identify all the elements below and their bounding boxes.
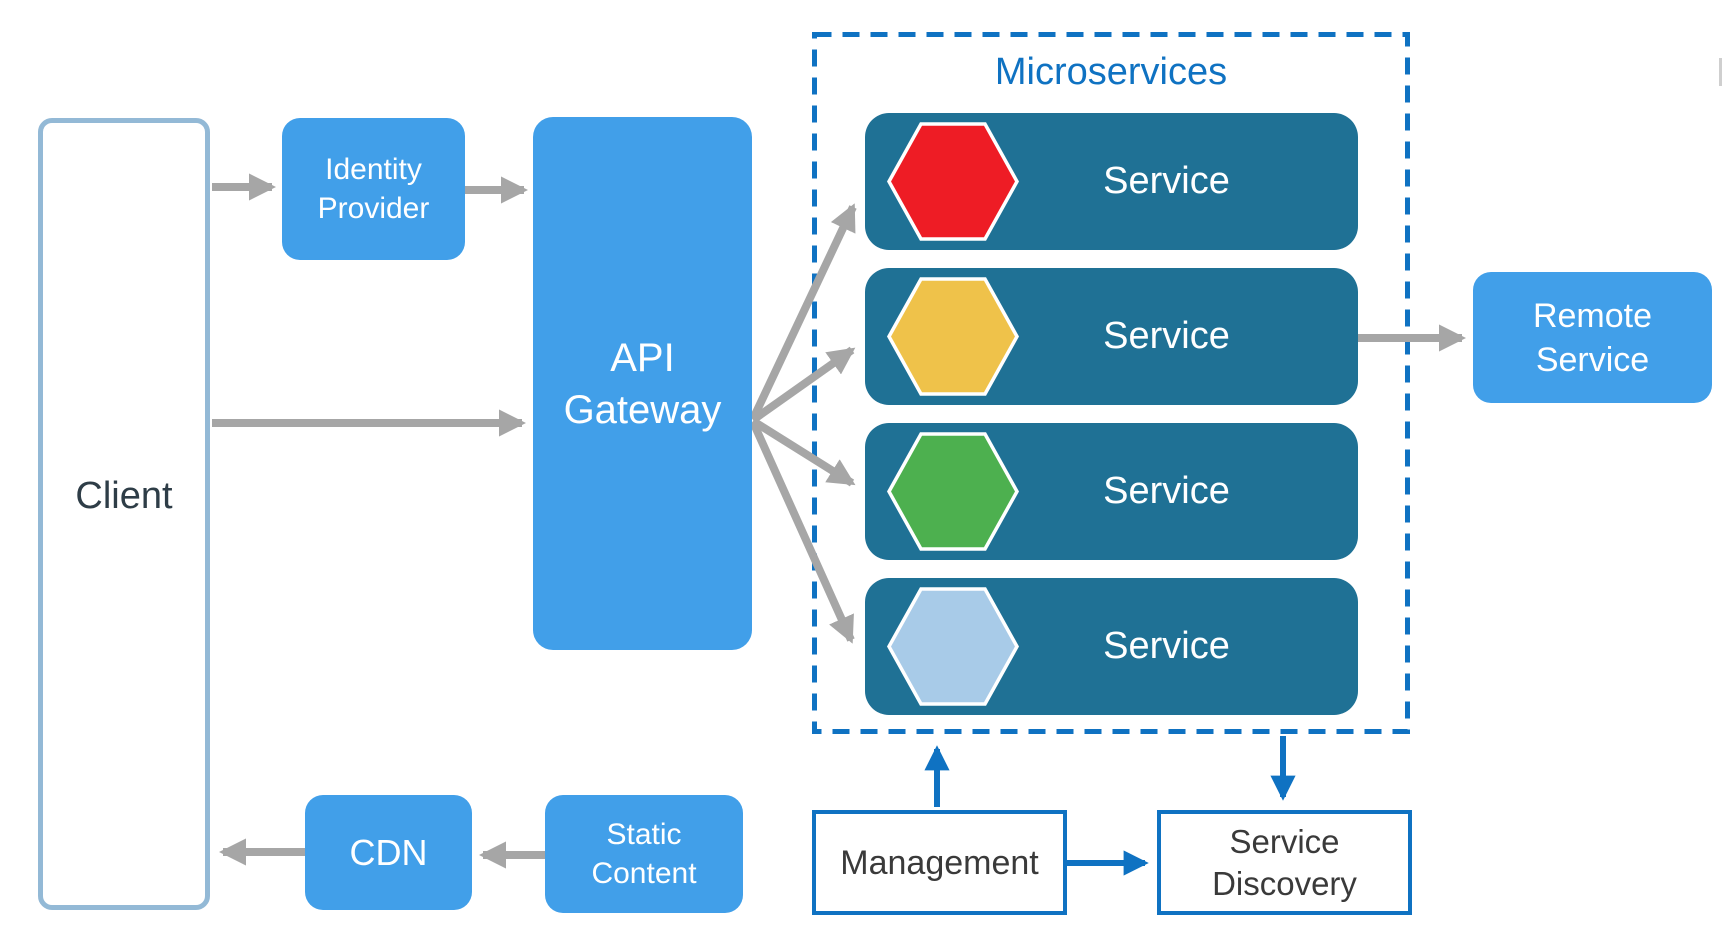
static-content-node: Static Content (545, 795, 743, 913)
remote-service-label: Remote Service (1532, 296, 1653, 379)
cdn-label: CDN (349, 831, 428, 873)
arrow-api-gateway-to-service-1 (749, 203, 857, 421)
microservices-dashed-container (812, 32, 1410, 734)
arrow-api-gateway-to-service-3 (750, 417, 856, 487)
identity-provider-label: Identity Provider (317, 153, 430, 225)
yellow-hexagon-icon (887, 277, 1019, 396)
service-label: Service (1103, 160, 1230, 202)
right-edge-artifact (1719, 58, 1722, 86)
management-node: Management (812, 810, 1067, 915)
service-row-2: Service (865, 268, 1358, 405)
identity-provider-node: Identity Provider (282, 118, 465, 260)
green-hexagon-icon (887, 432, 1019, 551)
service-label: Service (1103, 315, 1230, 357)
service-discovery-label: Service Discovery (1212, 822, 1357, 902)
api-gateway-node: API Gateway (533, 117, 752, 650)
service-label: Service (1103, 625, 1230, 667)
remote-service-node: Remote Service (1473, 272, 1712, 403)
management-label: Management (840, 843, 1039, 882)
client-label: Client (75, 474, 173, 517)
service-label: Service (1103, 470, 1230, 512)
red-hexagon-icon (887, 122, 1019, 241)
client-node: Client (38, 118, 210, 910)
arrow-api-gateway-to-service-4 (749, 420, 855, 644)
service-discovery-node: Service Discovery (1157, 810, 1412, 915)
cdn-node: CDN (305, 795, 472, 910)
microservices-group-title: Microservices (994, 51, 1228, 93)
service-row-3: Service (865, 423, 1358, 560)
static-content-label: Static Content (591, 818, 697, 890)
api-gateway-label: API Gateway (563, 335, 722, 432)
arrow-api-gateway-to-service-2 (750, 346, 856, 424)
light-blue-hexagon-icon (887, 587, 1019, 706)
service-row-4: Service (865, 578, 1358, 715)
service-row-1: Service (865, 113, 1358, 250)
